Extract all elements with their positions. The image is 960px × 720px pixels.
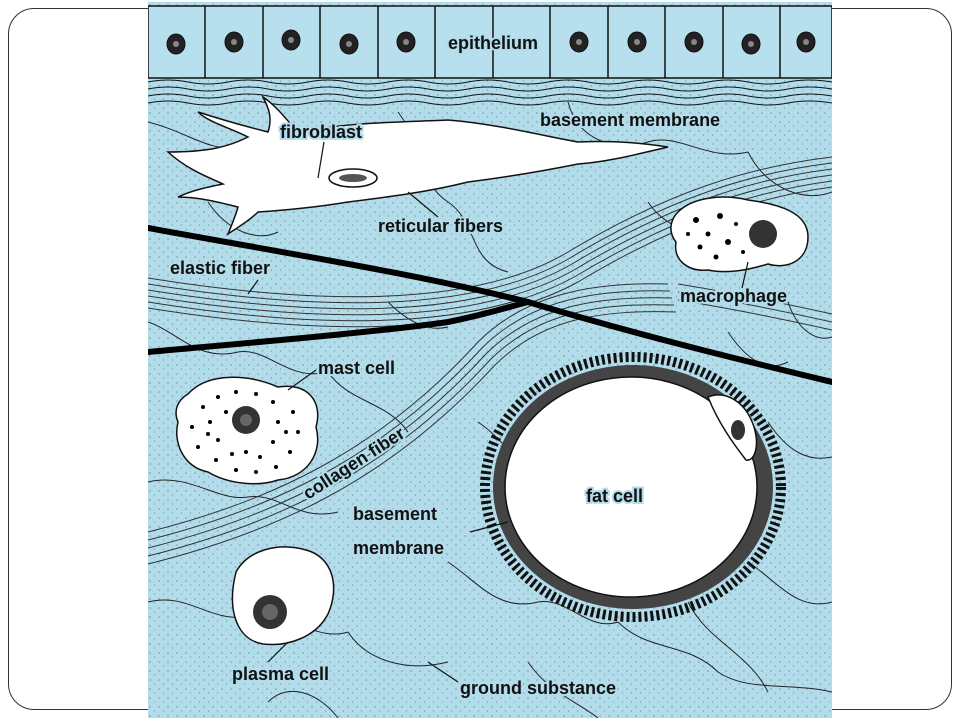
label-ground-substance: ground substance bbox=[460, 678, 616, 698]
label-basement-line2: membrane bbox=[353, 538, 444, 558]
basement-membrane-band bbox=[148, 79, 832, 106]
label-basement-line1: basement bbox=[353, 504, 437, 524]
label-elastic-fiber: elastic fiber bbox=[170, 258, 270, 278]
plasma-cell bbox=[231, 546, 335, 646]
label-macrophage: macrophage bbox=[680, 286, 787, 306]
label-fibroblast: fibroblast bbox=[280, 122, 362, 142]
connective-tissue-diagram: epithelium basement membrane fibroblast … bbox=[148, 2, 832, 718]
collagen-fiber-lower bbox=[148, 283, 832, 565]
label-basement-membrane-top: basement membrane bbox=[540, 110, 720, 130]
label-fat-cell: fat cell bbox=[586, 486, 643, 506]
label-epithelium: epithelium bbox=[448, 33, 538, 53]
label-mast-cell: mast cell bbox=[318, 358, 395, 378]
fat-cell bbox=[480, 352, 786, 622]
mast-cell bbox=[175, 376, 319, 485]
label-plasma-cell: plasma cell bbox=[232, 664, 329, 684]
macrophage-cell bbox=[670, 196, 809, 273]
fibroblast-cell bbox=[166, 94, 669, 237]
epithelium-layer bbox=[148, 5, 832, 79]
label-leader-lines bbox=[247, 141, 749, 683]
elastic-fiber-lines bbox=[148, 225, 832, 385]
label-reticular-fibers: reticular fibers bbox=[378, 216, 503, 236]
